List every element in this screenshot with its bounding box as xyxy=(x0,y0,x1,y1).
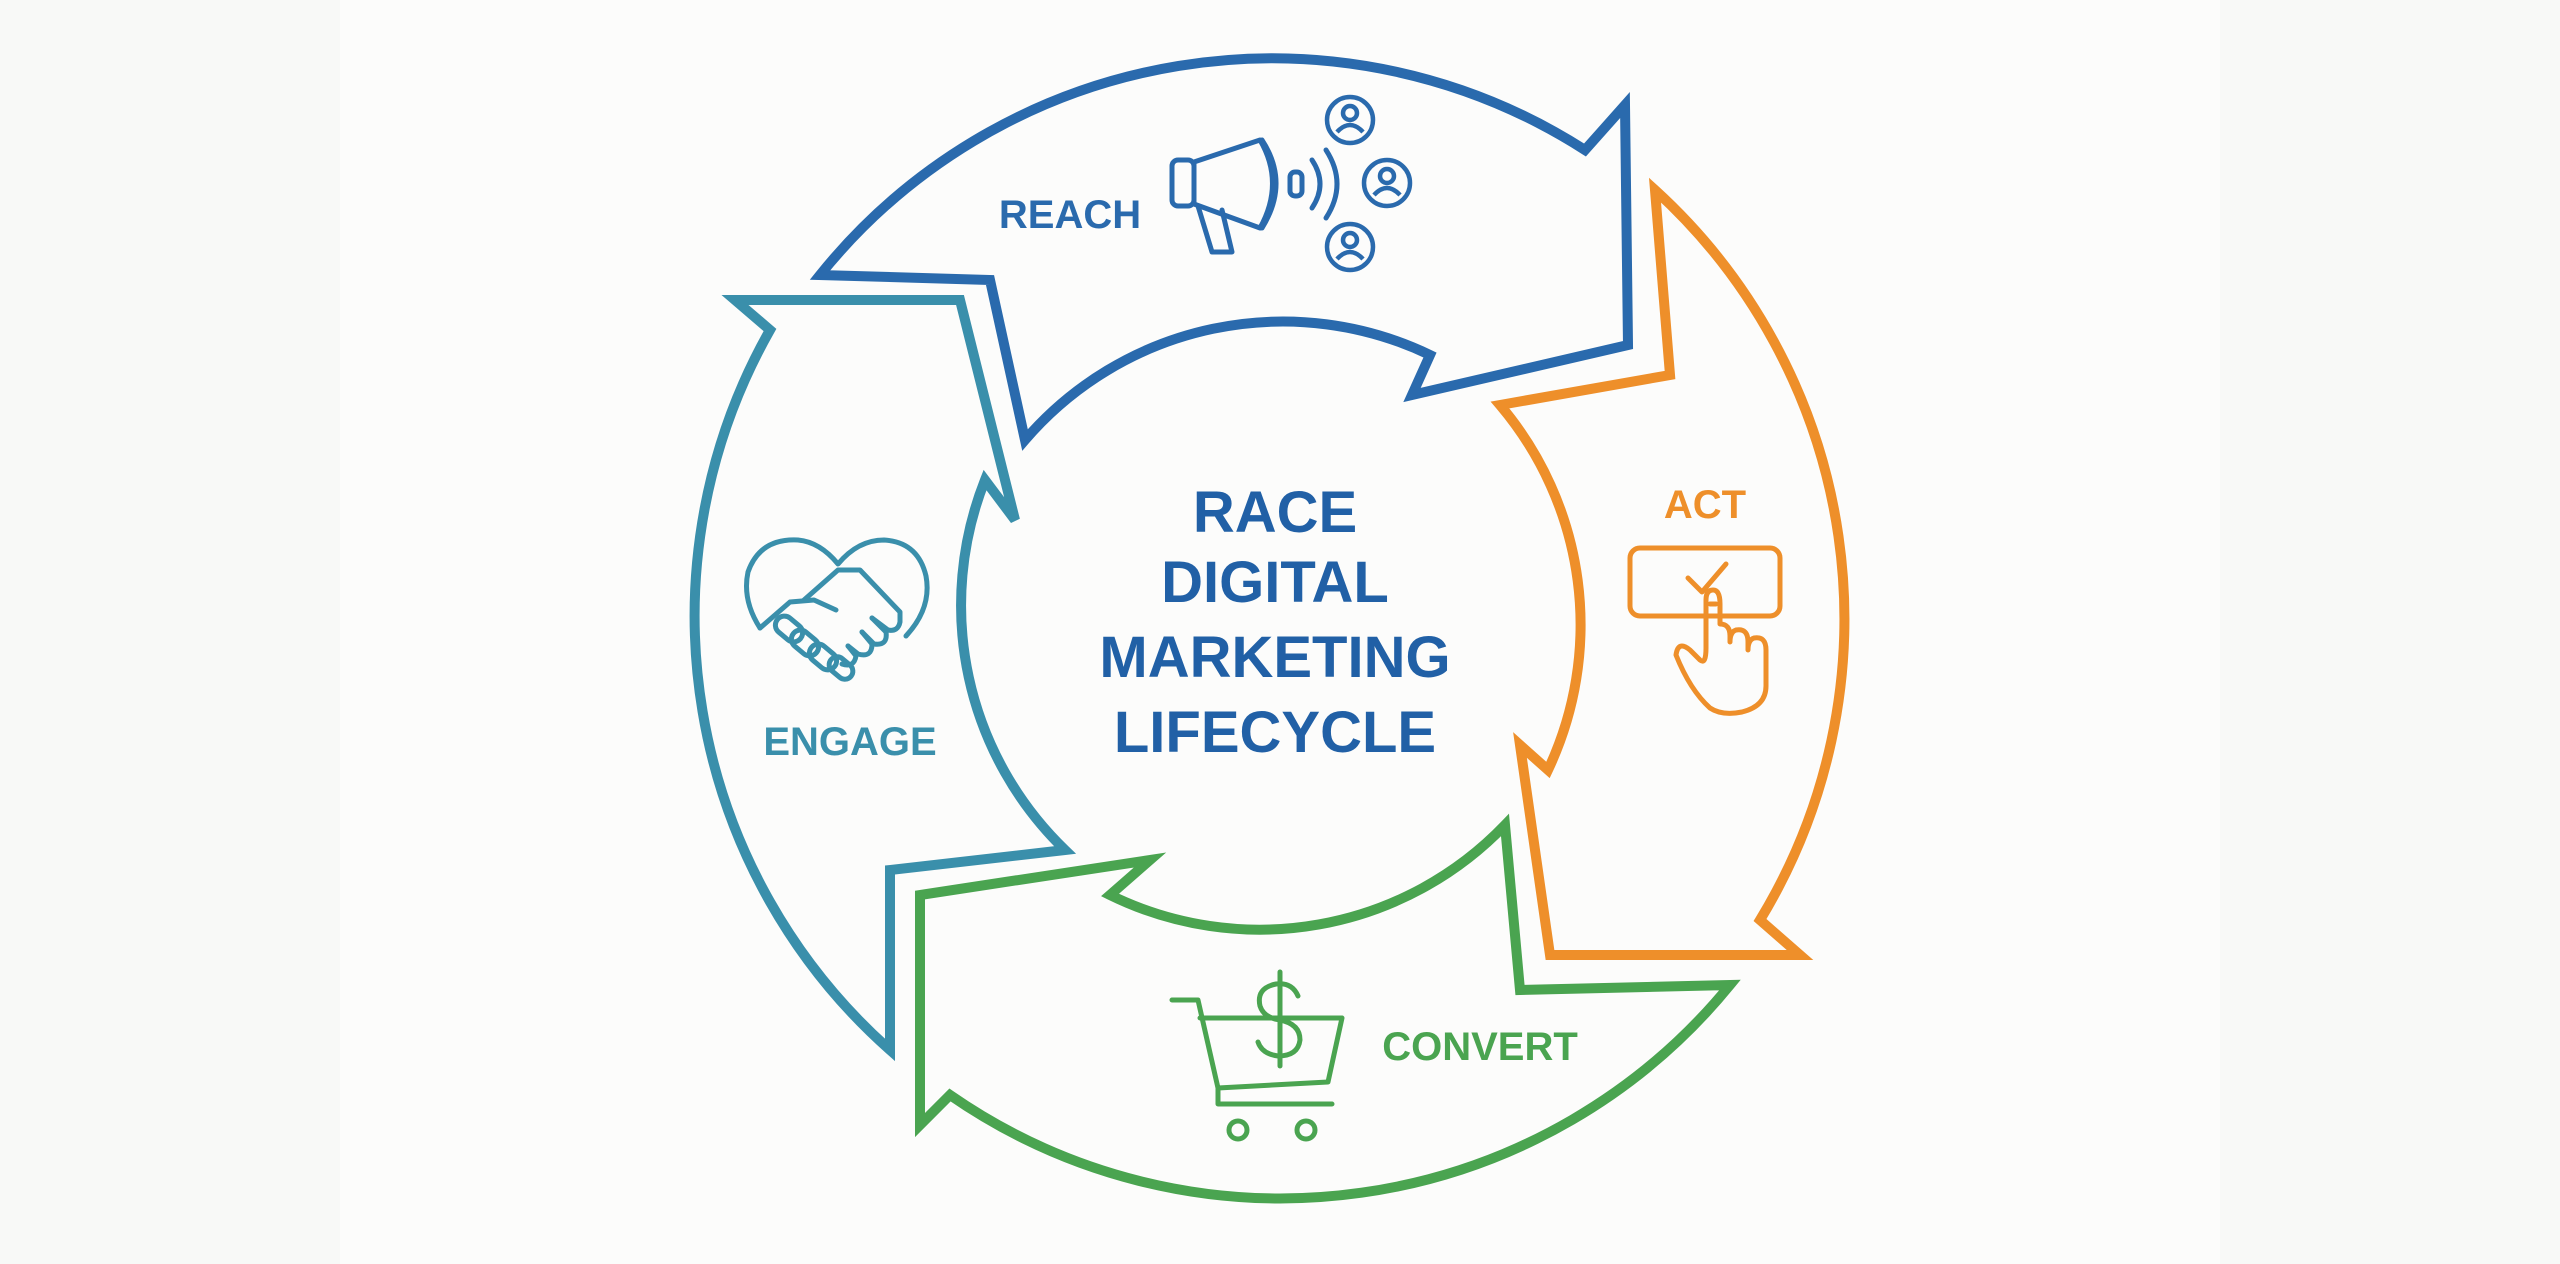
title-line-2: DIGITAL xyxy=(1161,550,1389,615)
click-button-icon xyxy=(1627,545,1783,716)
center-title: RACE DIGITAL MARKETING LIFECYCLE xyxy=(1099,480,1450,765)
audience-icon-bottom xyxy=(1324,221,1376,273)
audience-icon-top xyxy=(1324,94,1376,146)
act-label: ACT xyxy=(1664,483,1746,527)
reach-arrow xyxy=(809,53,1634,451)
convert-label: CONVERT xyxy=(1382,1025,1578,1069)
engage-arrow xyxy=(689,295,1077,1062)
title-line-1: RACE xyxy=(1193,480,1357,545)
title-line-3: MARKETING xyxy=(1099,625,1450,690)
title-line-4: LIFECYCLE xyxy=(1114,700,1436,765)
heart-handshake-icon xyxy=(744,537,930,682)
convert-arrow xyxy=(915,813,1741,1204)
act-arrow xyxy=(1490,177,1850,960)
engage-label: ENGAGE xyxy=(763,720,936,764)
shopping-cart-dollar-icon xyxy=(1169,969,1345,1142)
reach-label: REACH xyxy=(999,193,1141,237)
megaphone-icon xyxy=(1169,137,1340,255)
audience-icon-middle xyxy=(1361,157,1413,209)
